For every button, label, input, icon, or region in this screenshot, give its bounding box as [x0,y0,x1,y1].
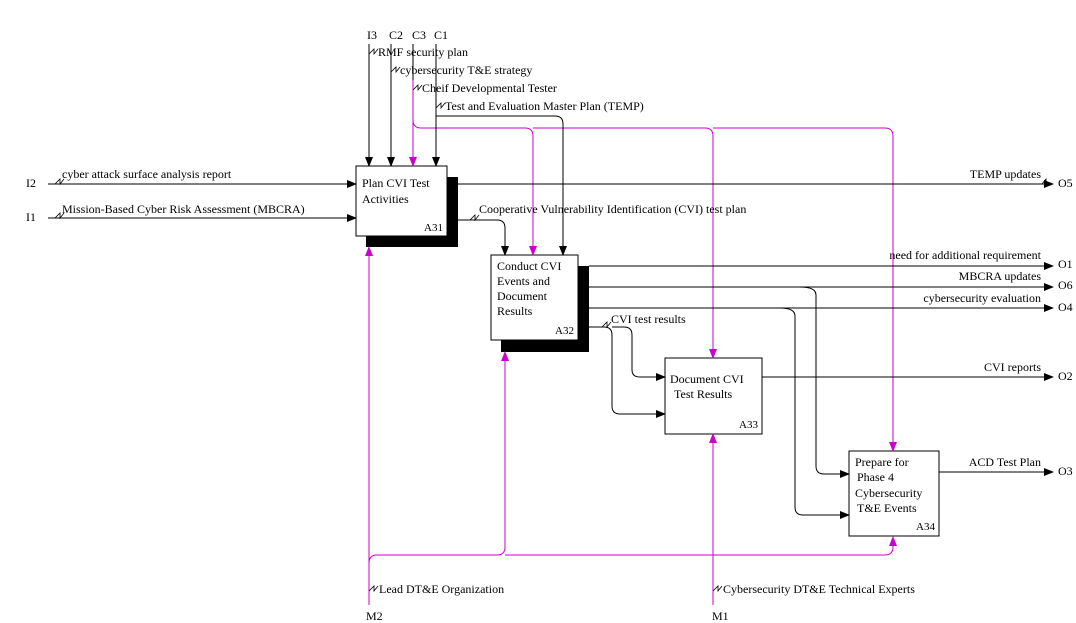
a31-label-line1: Plan CVI Test [362,176,430,190]
icom-o6: O6 [1058,278,1073,292]
arrow-rmf-security-plan[interactable]: RMF security plan [365,44,468,167]
icom-o1: O1 [1058,257,1073,271]
icom-m1: M1 [712,609,729,623]
activity-a34[interactable]: Prepare for Phase 4 Cybersecurity T&E Ev… [848,450,940,537]
activity-a31[interactable]: Plan CVI Test Activities A31 [355,165,458,247]
label-cyber-attack-surface: cyber attack surface analysis report [62,167,232,181]
label-te-strategy: cybersecurity T&E strategy [400,63,532,77]
label-rmf-security-plan: RMF security plan [378,45,468,59]
a32-label-line2: Events and [497,274,550,288]
arrow-cyber-attack-surface[interactable]: cyber attack surface analysis report [48,167,357,188]
arrow-te-strategy[interactable]: cybersecurity T&E strategy [387,44,532,167]
icom-m2: M2 [366,609,383,623]
arrow-cvi-reports[interactable]: CVI reports [762,360,1054,381]
a33-box [664,357,763,435]
arrow-cybersecurity-evaluation[interactable]: cybersecurity evaluation [589,291,1054,519]
arrow-cvi-test-plan[interactable]: Cooperative Vulnerability Identification… [458,202,746,256]
arrow-mbcra-updates[interactable]: MBCRA updates [589,269,1054,478]
a34-label-line4: T&E Events [857,501,917,515]
a32-label-line1: Conduct CVI [497,259,561,273]
a32-label-line3: Document [497,289,548,303]
icom-c3: C3 [412,28,426,42]
a34-label-line3: Cybersecurity [855,486,922,500]
arrow-temp-updates[interactable]: TEMP updates [458,167,1054,188]
label-mbcra-updates: MBCRA updates [959,269,1042,283]
activity-a33[interactable]: Document CVI Test Results A33 [664,357,763,435]
a33-label-line1: Document CVI [670,372,744,386]
icom-c2: C2 [389,28,403,42]
arrow-acd-test-plan[interactable]: ACD Test Plan [939,455,1054,476]
icom-o4: O4 [1058,300,1073,314]
icom-i1: I1 [26,210,36,224]
label-lead-dte-organization: Lead DT&E Organization [379,582,504,596]
label-cvi-test-results: CVI test results [611,312,686,326]
a34-id: A34 [916,521,935,533]
arrow-cybersecurity-dte-experts[interactable]: Cybersecurity DT&E Technical Experts [709,433,915,605]
icom-i2: I2 [26,176,36,190]
a31-label-line2: Activities [362,192,409,206]
label-cybersecurity-dte-experts: Cybersecurity DT&E Technical Experts [723,582,915,596]
label-mbcra: Mission-Based Cyber Risk Assessment (MBC… [62,202,305,216]
a33-label-line2: Test Results [674,387,732,401]
label-need-additional-requirement: need for additional requirement [889,248,1041,262]
label-cvi-reports: CVI reports [984,360,1041,374]
label-cybersecurity-evaluation: cybersecurity evaluation [923,291,1041,305]
icom-o3: O3 [1058,464,1073,478]
a31-box [355,165,448,237]
arrow-temp[interactable]: Test and Evaluation Master Plan (TEMP) [432,44,644,256]
icom-o5: O5 [1058,176,1073,190]
a32-label-line4: Results [497,304,533,318]
icom-o2: O2 [1058,369,1073,383]
a33-id: A33 [739,419,758,431]
label-cvi-test-plan: Cooperative Vulnerability Identification… [479,202,746,216]
arrow-lead-dte-organization[interactable]: Lead DT&E Organization [365,246,897,605]
arrow-mbcra[interactable]: Mission-Based Cyber Risk Assessment (MBC… [48,202,357,222]
arrow-cvi-test-results[interactable]: CVI test results [589,312,686,418]
label-acd-test-plan: ACD Test Plan [969,455,1041,469]
icom-i3: I3 [367,28,377,42]
a32-box [490,254,579,341]
activity-a32[interactable]: Conduct CVI Events and Document Results … [490,254,589,352]
label-temp-updates: TEMP updates [970,167,1042,181]
label-temp: Test and Evaluation Master Plan (TEMP) [445,99,644,113]
a34-label-line1: Prepare for [855,455,909,469]
icom-c1: C1 [434,28,448,42]
arrow-cheif-developmental-tester[interactable]: Cheif Developmental Tester [409,44,897,452]
label-cheif-developmental-tester: Cheif Developmental Tester [422,81,557,95]
arrow-need-additional-requirement[interactable]: need for additional requirement [589,248,1054,270]
a34-label-line2: Phase 4 [857,470,894,484]
a32-id: A32 [555,325,574,337]
a31-id: A31 [424,222,443,234]
